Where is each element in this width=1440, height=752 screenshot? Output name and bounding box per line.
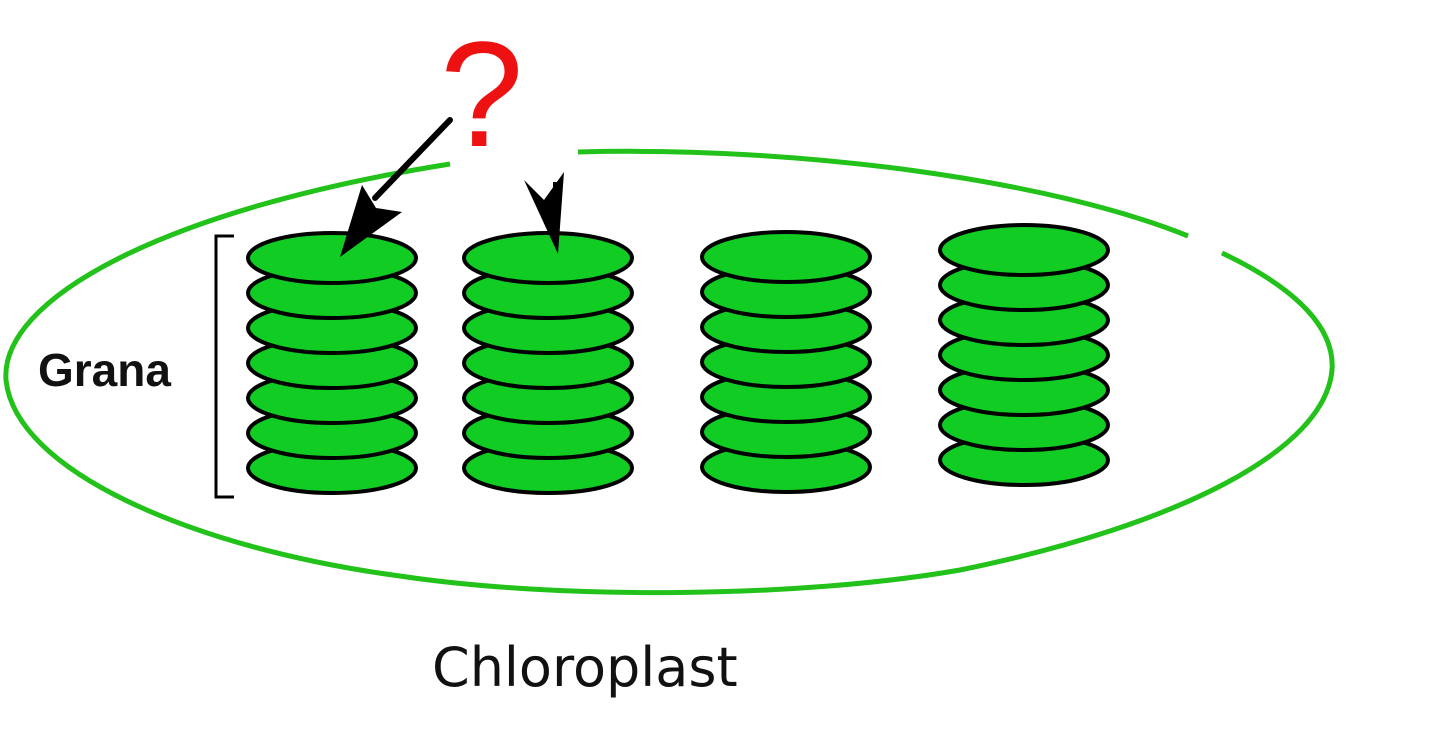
granum-stack-2 — [462, 231, 634, 495]
grana-stacks — [246, 223, 1110, 495]
thylakoid-disc — [246, 231, 418, 285]
thylakoid-disc — [938, 223, 1110, 277]
thylakoid-disc — [700, 230, 872, 284]
arrow-to-first-granum — [340, 117, 453, 257]
question-mark: ? — [440, 10, 523, 178]
chloroplast-label: Chloroplast — [432, 636, 738, 699]
grana-bracket — [214, 234, 234, 499]
chloroplast-membrane — [3, 161, 1335, 596]
granum-stack-1 — [246, 231, 418, 495]
grana-label: Grana — [38, 344, 171, 396]
granum-stack-4 — [938, 223, 1110, 487]
granum-stack-3 — [700, 230, 872, 494]
chloroplast-membrane-top — [577, 148, 1189, 239]
arrow-to-second-granum — [524, 172, 564, 254]
thylakoid-disc — [462, 231, 634, 285]
